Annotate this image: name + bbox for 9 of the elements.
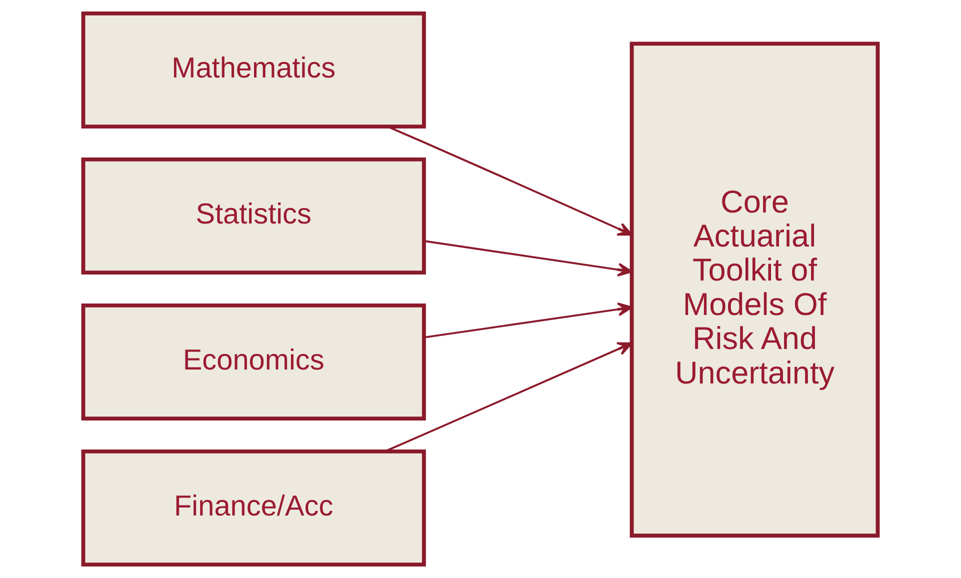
node-box: Economics — [81, 303, 426, 421]
arrow — [387, 126, 633, 236]
node-box: Mathematics — [81, 11, 426, 129]
arrow — [424, 240, 632, 277]
arrow — [424, 302, 632, 338]
node-box: Statistics — [81, 157, 426, 275]
arrow — [384, 342, 632, 452]
node-box: Core Actuarial Toolkit of Models Of Risk And Uncertainty — [630, 42, 880, 538]
node-box: Finance/Acc — [81, 449, 426, 567]
